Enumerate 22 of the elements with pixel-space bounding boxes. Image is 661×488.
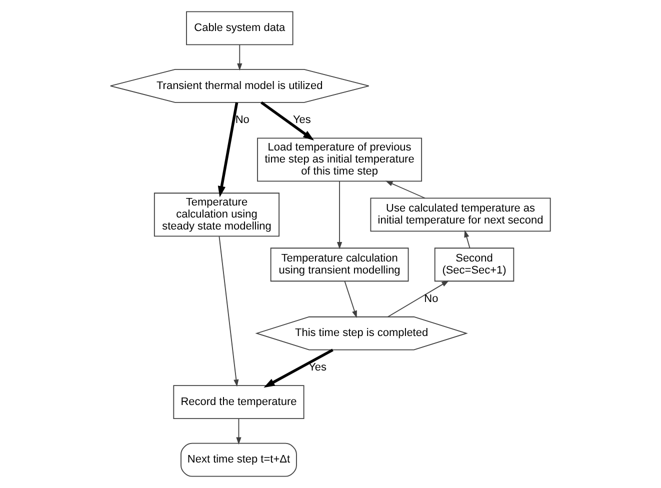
- node-box: Temperature calculation using steady state modelling: [154, 192, 280, 237]
- edge-label: Yes: [293, 114, 311, 126]
- arrow: [260, 101, 314, 140]
- edge-label: Yes: [308, 362, 327, 374]
- arrow: [464, 230, 470, 249]
- node-box: Temperature calculation using transient modelling: [270, 248, 409, 282]
- edge-label: No: [235, 114, 250, 126]
- arrow: [344, 280, 357, 318]
- arrow: [218, 102, 238, 198]
- arrow: [218, 236, 239, 387]
- arrow: [336, 181, 342, 250]
- node-box: Use calculated temperature as initial temperature for next second: [370, 198, 551, 232]
- arrow: [237, 44, 242, 71]
- edge-label: No: [424, 292, 438, 305]
- arrow: [387, 280, 450, 318]
- node-box: Cable system data: [186, 11, 294, 46]
- node-box: Load temperature of previous time step as initial temperature of this time step: [257, 138, 422, 182]
- node-box: Second (Sec=Sec+1): [434, 248, 514, 282]
- node-box: Next time step t=t+Δt: [180, 442, 297, 477]
- arrow: [236, 418, 242, 445]
- arrow: [264, 348, 334, 388]
- node-box: Record the temperature: [173, 385, 304, 420]
